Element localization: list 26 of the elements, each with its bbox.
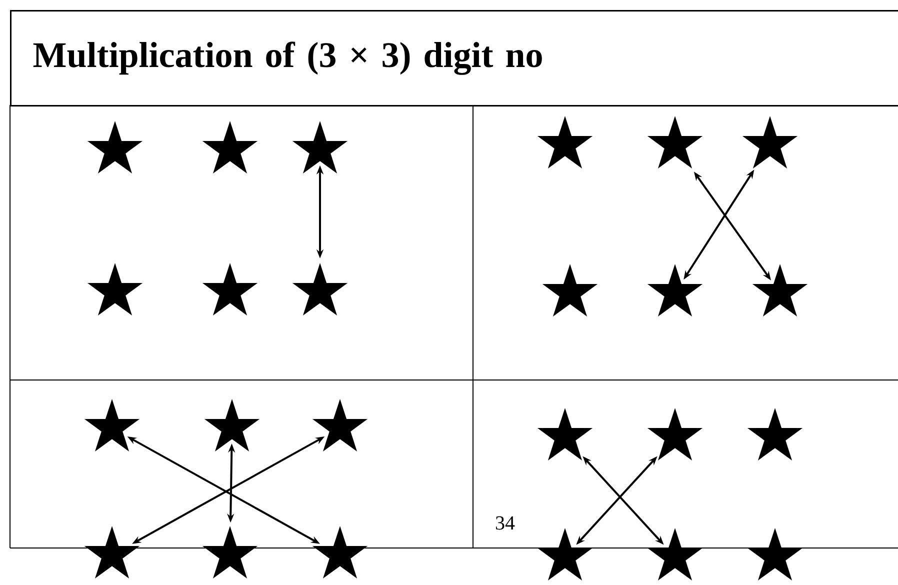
star-icon — [537, 528, 593, 580]
star-icon — [647, 408, 703, 460]
star-icon — [84, 399, 140, 452]
star-icon — [537, 408, 593, 460]
star-icon — [542, 264, 598, 316]
title-box: Multiplication of (3 × 3) digit no — [10, 10, 898, 106]
star-icon — [647, 116, 703, 168]
star-icon — [647, 528, 703, 580]
star-icon — [87, 263, 143, 316]
star-icon — [84, 526, 140, 578]
star-icon — [537, 116, 593, 168]
star-icon — [312, 399, 368, 452]
star-icon — [742, 116, 798, 168]
star-icon — [747, 528, 803, 580]
star-icon — [292, 263, 348, 316]
page-number: 34 — [496, 516, 515, 530]
star-icon — [202, 263, 258, 316]
star-icon — [202, 121, 258, 174]
star-icon — [752, 264, 808, 316]
star-icon — [204, 399, 260, 452]
star-icon — [292, 121, 348, 174]
star-icon — [647, 264, 703, 316]
star-icon — [747, 408, 803, 460]
star-icon — [202, 526, 258, 578]
star-icon — [87, 121, 143, 174]
star-icon — [312, 526, 368, 578]
